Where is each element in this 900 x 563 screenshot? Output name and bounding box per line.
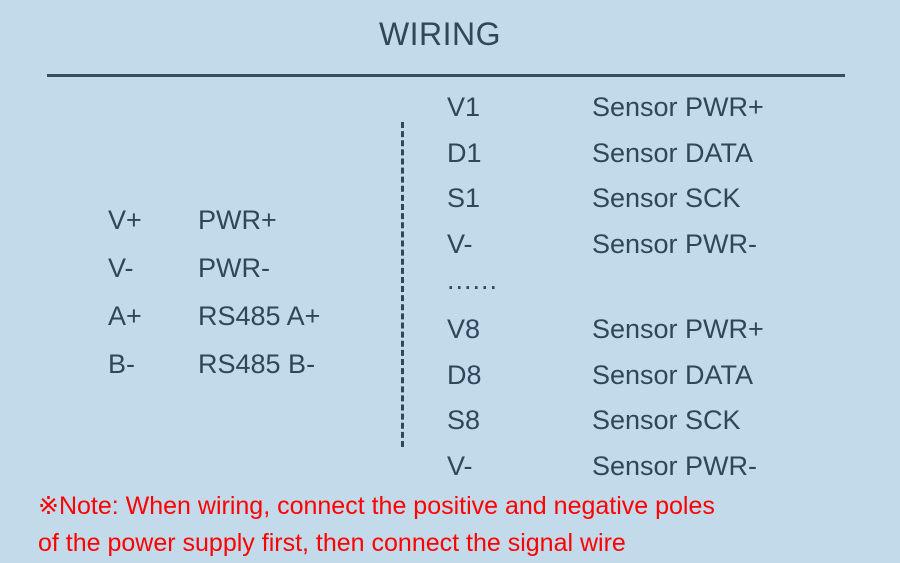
table-row: V- Sensor PWR- [447,451,764,497]
terminal-pin-label: V+ [108,205,142,235]
table-row: V1 Sensor PWR+ [447,92,764,138]
table-row: D8 Sensor DATA [447,360,764,406]
terminal-pin-label: V- [108,253,134,283]
warning-note-line-2: of the power supply first, then connect … [38,529,626,557]
sensor-pin-label: V1 [447,92,481,122]
terminal-pin-label: A+ [108,301,142,331]
table-row: V+ PWR+ [108,205,320,253]
sensor-pin-label: S8 [447,405,481,435]
sensor-desc-label: Sensor PWR- [592,450,758,481]
table-row: S8 Sensor SCK [447,405,764,451]
sensor-desc-label: Sensor SCK [592,183,741,213]
sensor-pin-label: V- [447,228,473,259]
table-row: V- Sensor PWR- [447,229,764,275]
table-row: B- RS485 B- [108,349,320,397]
title-divider-rule [47,74,845,77]
ellipsis-label: ...... [447,265,499,295]
sensor-pin-label: D1 [447,137,482,168]
sensor-pin-label: S1 [447,183,481,213]
sensor-desc-label: Sensor DATA [592,359,754,390]
terminal-desc-label: RS485 B- [198,349,316,379]
warning-note: ※Note: When wiring, connect the positive… [38,488,868,562]
terminal-pin-label: B- [108,349,135,379]
sensor-desc-label: Sensor DATA [592,137,754,168]
page-title: WIRING [378,16,502,52]
table-row: S1 Sensor SCK [447,183,764,229]
sensor-desc-label: Sensor PWR+ [592,92,764,122]
sensor-desc-label: Sensor PWR- [592,228,758,259]
power-terminal-table: V+ PWR+ V- PWR- A+ RS485 A+ B- RS485 B- [108,205,320,397]
sensor-pin-label: V- [447,450,473,481]
sensor-pin-label: V8 [447,314,481,344]
terminal-desc-label: PWR- [198,253,270,283]
warning-note-line-1: ※Note: When wiring, connect the positive… [38,492,715,520]
terminal-desc-label: RS485 A+ [198,301,321,331]
sensor-desc-label: Sensor PWR+ [592,314,764,344]
table-row: D1 Sensor DATA [447,138,764,184]
sensor-desc-label: Sensor SCK [592,405,741,435]
sensor-terminal-table: V1 Sensor PWR+ D1 Sensor DATA S1 Sensor … [447,92,764,496]
table-row-ellipsis: ...... [447,265,764,314]
terminal-desc-label: PWR+ [198,205,277,235]
sensor-pin-label: D8 [447,359,482,390]
dashed-group-bracket [401,122,404,447]
table-row: A+ RS485 A+ [108,301,320,349]
table-row: V8 Sensor PWR+ [447,314,764,360]
table-row: V- PWR- [108,253,320,301]
